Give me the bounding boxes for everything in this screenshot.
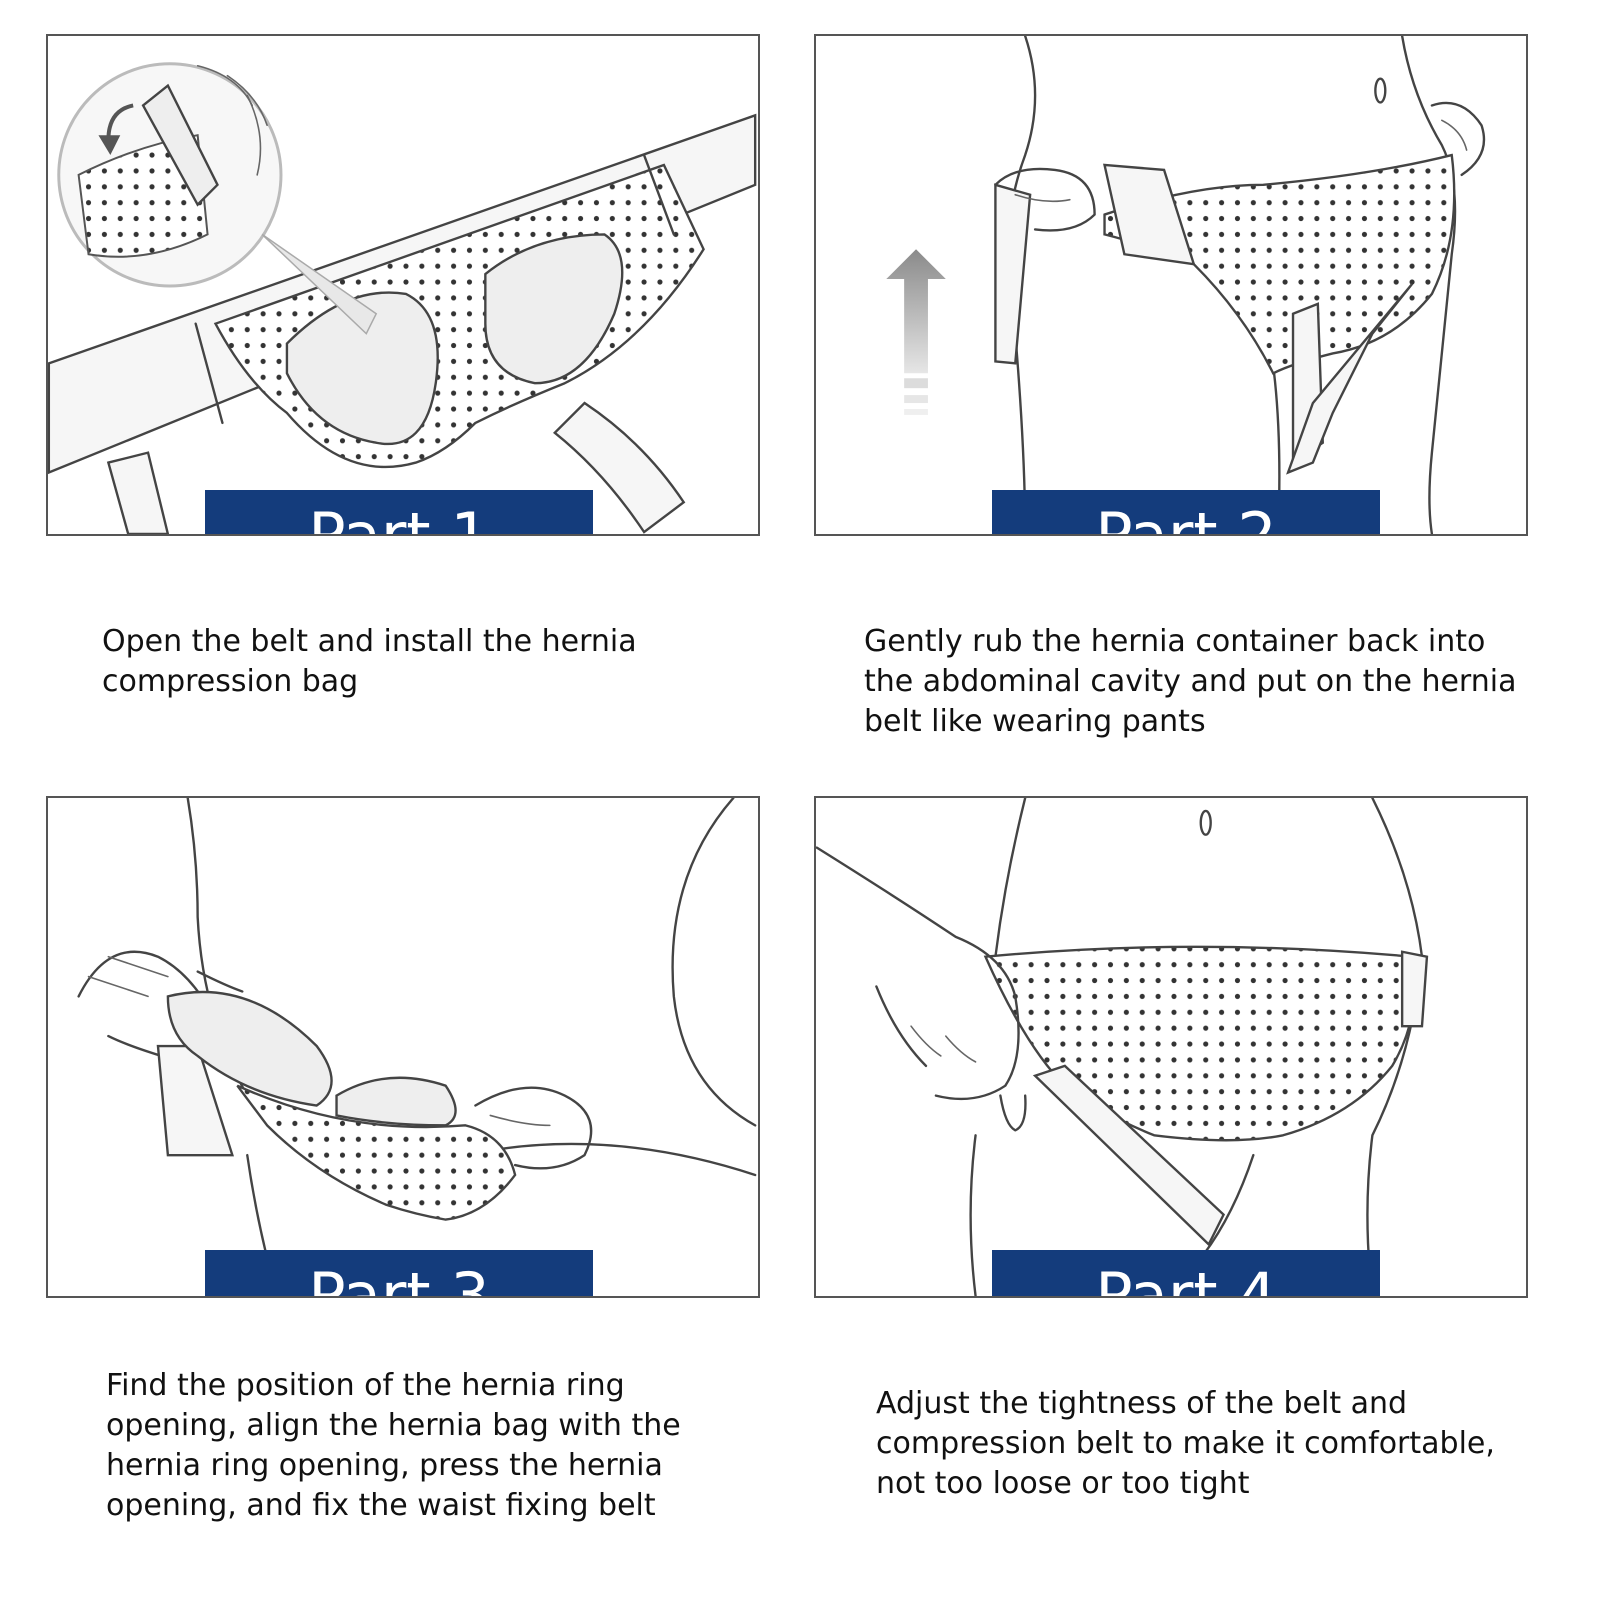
step-1-illustration: Part 1 xyxy=(46,34,760,536)
adjusting-tightness-drawing xyxy=(816,798,1429,1296)
up-arrow-icon xyxy=(886,249,946,415)
step-4-label: Part 4 xyxy=(992,1250,1380,1296)
step-4-illustration: Part 4 xyxy=(814,796,1528,1298)
step-2-caption: Gently rub the hernia container back int… xyxy=(864,624,1517,739)
step-1-label: Part 1 xyxy=(205,490,593,534)
step-2-label: Part 2 xyxy=(992,490,1380,534)
step-3-caption: Find the position of the hernia ring ope… xyxy=(106,1368,681,1523)
step-3-label: Part 3 xyxy=(205,1250,593,1296)
step-2-illustration: Part 2 xyxy=(814,34,1528,536)
step-4-caption: Adjust the tightness of the belt and com… xyxy=(876,1386,1495,1501)
belt-open-drawing xyxy=(48,62,757,534)
putting-on-belt-drawing xyxy=(886,36,1486,534)
aligning-hernia-bag-drawing xyxy=(77,798,757,1296)
step-3-illustration: Part 3 xyxy=(46,796,760,1298)
step-1-caption: Open the belt and install the hernia com… xyxy=(102,624,637,699)
rotate-arrow-icon xyxy=(98,103,134,156)
